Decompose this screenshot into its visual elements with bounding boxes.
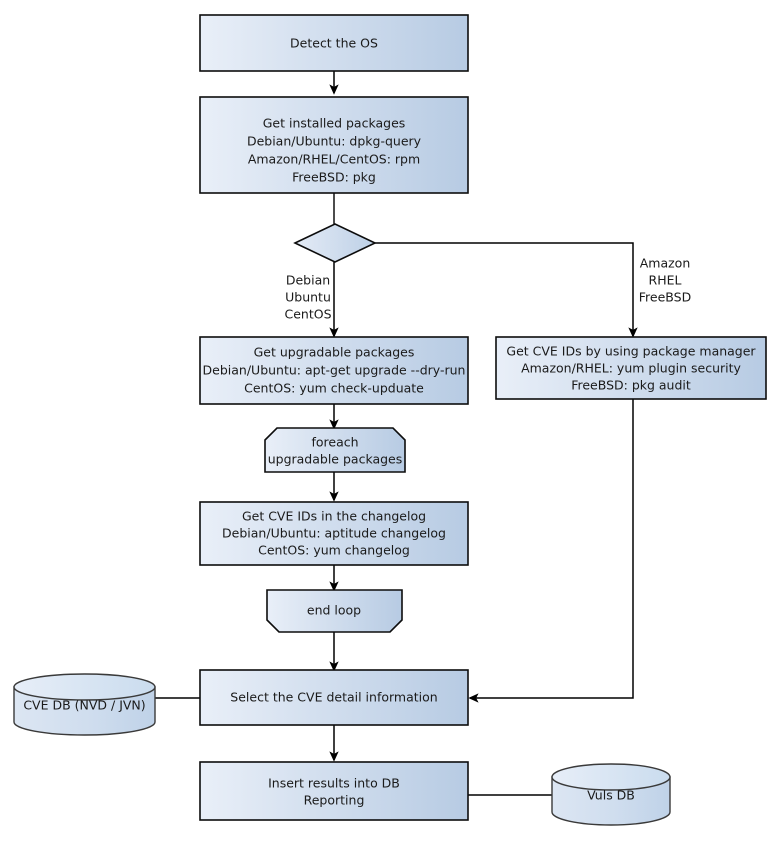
node-loop-start-line-0: foreach <box>311 435 358 450</box>
node-loop-start-line-1: upgradable packages <box>268 452 403 467</box>
node-detect-os[interactable]: Detect the OS <box>199 14 469 72</box>
node-changelog-line-0: Get CVE IDs in the changelog <box>242 509 426 524</box>
edge-label-left-1: Ubuntu <box>285 290 331 305</box>
node-loop-end-line-0: end loop <box>307 603 361 618</box>
edge-label-left-0: Debian <box>286 273 330 288</box>
node-get-cve-ids-changelog[interactable]: Get CVE IDs in the changelog Debian/Ubun… <box>199 501 469 566</box>
node-insert-line-0: Insert results into DB <box>268 776 400 791</box>
edge-decision-right <box>375 242 638 338</box>
node-installed-line-3: FreeBSD: pkg <box>292 170 376 185</box>
node-vuls-db[interactable]: Vuls DB <box>551 763 671 826</box>
edge-label-right-2: FreeBSD <box>639 290 691 305</box>
node-pkgmanager-line-2: FreeBSD: pkg audit <box>571 378 691 393</box>
edge-label-left-2: CentOS <box>284 307 331 322</box>
node-changelog-line-2: CentOS: yum changelog <box>258 543 410 558</box>
node-get-cve-ids-package-manager[interactable]: Get CVE IDs by using package manager Ama… <box>495 336 767 400</box>
node-installed-line-1: Debian/Ubuntu: dpkg-query <box>247 134 422 149</box>
node-detect-os-line-0: Detect the OS <box>290 36 378 51</box>
node-upgradable-line-0: Get upgradable packages <box>254 345 415 360</box>
node-os-decision[interactable] <box>293 223 377 263</box>
node-cve-db-label: CVE DB (NVD / JVN) <box>23 698 145 713</box>
node-select-cve-detail[interactable]: Select the CVE detail information <box>199 669 469 726</box>
node-insert-line-1: Reporting <box>304 793 365 808</box>
edge-pkgmanager-to-select <box>468 399 634 703</box>
node-installed-line-2: Amazon/RHEL/CentOS: rpm <box>248 152 420 167</box>
node-installed-line-0: Get installed packages <box>263 116 406 131</box>
node-loop-start[interactable]: foreach upgradable packages <box>264 427 406 473</box>
edge-label-right-branch: Amazon RHEL FreeBSD <box>639 256 691 305</box>
edge-label-left-branch: Debian Ubuntu CentOS <box>284 273 331 322</box>
node-cve-db[interactable]: CVE DB (NVD / JVN) <box>13 673 156 736</box>
node-get-upgradable-packages[interactable]: Get upgradable packages Debian/Ubuntu: a… <box>199 336 469 405</box>
node-loop-end[interactable]: end loop <box>266 589 403 633</box>
edge-label-right-1: RHEL <box>649 273 682 288</box>
node-upgradable-line-2: CentOS: yum check-upduate <box>244 381 424 396</box>
node-vuls-db-label: Vuls DB <box>587 788 635 803</box>
node-get-installed-packages[interactable]: Get installed packages Debian/Ubuntu: dp… <box>199 96 469 194</box>
node-insert-results[interactable]: Insert results into DB Reporting <box>199 761 469 821</box>
node-upgradable-line-1: Debian/Ubuntu: apt-get upgrade --dry-run <box>203 363 466 378</box>
node-changelog-line-1: Debian/Ubuntu: aptitude changelog <box>222 526 446 541</box>
node-pkgmanager-line-1: Amazon/RHEL: yum plugin security <box>521 361 741 376</box>
node-select-line-0: Select the CVE detail information <box>230 690 437 705</box>
edge-label-right-0: Amazon <box>640 256 691 271</box>
node-pkgmanager-line-0: Get CVE IDs by using package manager <box>506 344 756 359</box>
